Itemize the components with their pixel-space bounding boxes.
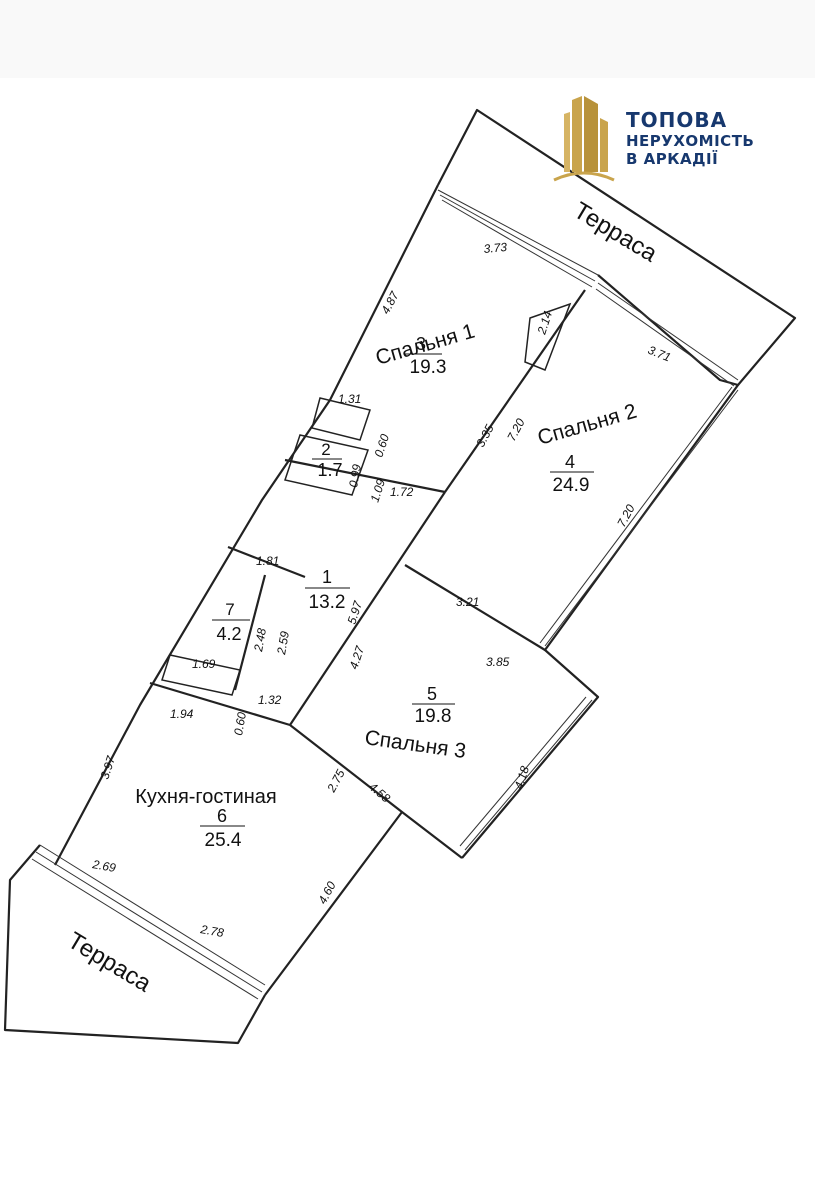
dim-label: 1.94 [170,707,194,721]
dim-label: 4.18 [512,764,533,791]
dim-label: 4.27 [347,643,368,671]
room-kitchen-number: 6 [217,806,227,826]
outer-wall-left [54,184,439,866]
dim-label: 7.20 [614,502,637,529]
room-bedroom2-name: Спальня 2 [535,400,639,450]
dim-label: 1.32 [258,693,282,707]
room-bath-area: 1.7 [317,460,342,480]
room-closet-number: 7 [225,600,234,619]
room-bedroom2-number: 4 [565,452,575,472]
room-bedroom1-area: 19.3 [410,357,447,378]
window-top-2 [597,282,739,381]
dim-label: 2.48 [251,627,269,654]
dim-label: 1.31 [338,392,361,406]
built-in-box-1 [311,397,371,441]
brand-line-2: НЕРУХОМІСТЬ [626,132,755,150]
dim-label: 1.09 [368,477,389,504]
brand-line-1: ТОПОВА [626,108,728,132]
window-right-2 [464,699,593,851]
dim-label: 2.69 [90,857,117,875]
window-right-1 [544,389,739,647]
dim-label: 3.21 [456,595,479,609]
wall-bath2-right [284,458,446,494]
brand-line-3: В АРКАДІЇ [626,150,719,168]
room-bath-number: 2 [321,440,330,459]
dim-label: 3.97 [98,753,119,781]
terrace-top-outline [437,108,797,386]
room-bedroom2-area: 24.9 [553,475,590,496]
terrace-bottom-label: Терраса [63,927,156,998]
dim-label: 2.14 [534,309,555,337]
wall-bedroom3-kitchen [289,724,403,813]
dim-label: 3.71 [646,343,673,365]
building-icon [553,96,615,182]
dim-label: 2.75 [324,767,348,795]
room-kitchen-name: Кухня-гостиная [135,786,277,808]
dim-label: 4.87 [378,288,402,316]
dim-label: 1.69 [192,657,216,671]
built-in-box-2 [284,434,369,496]
dim-label: 1.72 [390,485,414,499]
dim-label: 1.81 [256,554,279,568]
dim-label: 5.97 [345,598,366,626]
wall-bedroom2-bedroom3 [404,564,546,651]
room-kitchen-area: 25.4 [205,830,242,851]
room-closet-area: 4.2 [216,624,241,644]
dim-label: 2.78 [198,922,225,940]
wall-closet7-top [227,545,306,579]
brand-logo: ТОПОВА НЕРУХОМІСТЬ В АРКАДІЇ [552,94,807,186]
wall-bedroom1-bedroom2 [444,289,586,493]
terrace-bottom-outline [3,844,266,1045]
built-in-box-3 [161,654,241,696]
wall-hall-right [289,491,446,726]
dim-label: 3.85 [486,655,510,669]
window-top-1 [437,189,599,276]
room-bedroom3-area: 19.8 [415,706,452,727]
dim-label: 0.99 [346,463,364,489]
room-bedroom1-number: 3 [416,334,426,354]
dim-label: 3.73 [483,240,508,256]
dim-label: 7.20 [504,416,527,443]
wall-kitchen-top [149,681,291,727]
dim-label: 0.60 [231,711,249,737]
built-in-box-4 [524,302,572,371]
room-bedroom3-name: Спальня 3 [363,726,467,763]
dim-label: 2.59 [274,630,292,657]
top-band [0,0,815,78]
window-bottom-1 [39,844,266,986]
room-hall-number: 1 [322,567,332,587]
dim-label: 3.35 [473,422,496,449]
outer-wall-bottom [264,810,463,996]
terrace-top-label: Терраса [569,197,662,268]
outer-wall-right [461,274,740,859]
room-hall-area: 13.2 [309,592,346,613]
dim-label: 0.60 [372,432,393,459]
room-bedroom3-number: 5 [427,684,437,704]
